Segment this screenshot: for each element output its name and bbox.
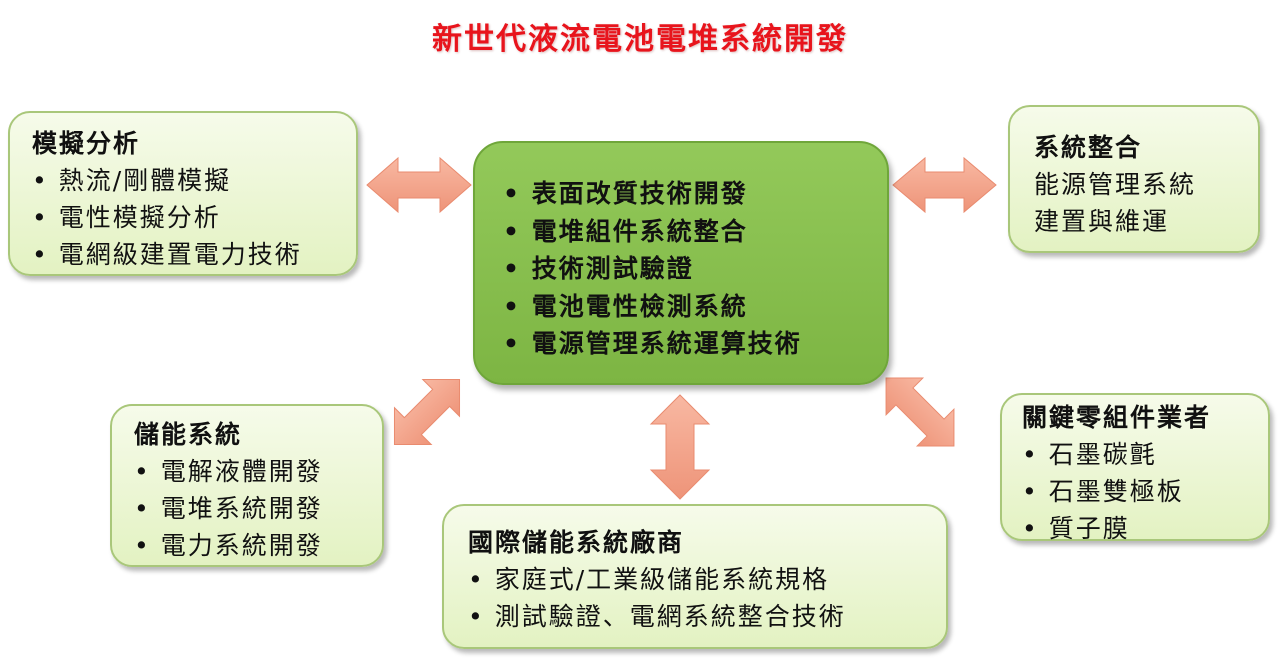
- double-arrow-diagonal-left: [393, 378, 461, 446]
- storage-item: 電力系統開發: [134, 527, 382, 564]
- storage-item: 電堆系統開發: [134, 490, 382, 527]
- storage-heading: 儲能系統: [134, 420, 243, 449]
- simulation-box: 模擬分析 熱流/剛體模擬 電性模擬分析 電網級建置電力技術: [8, 111, 358, 276]
- simulation-item: 熱流/剛體模擬: [32, 162, 356, 199]
- core-item: 電池電性檢測系統: [503, 288, 887, 326]
- storage-item: 電解液體開發: [134, 453, 382, 490]
- simulation-item: 電網級建置電力技術: [32, 236, 356, 273]
- core-technology-box: 表面改質技術開發 電堆組件系統整合 技術測試驗證 電池電性檢測系統 電源管理系統…: [473, 141, 889, 385]
- simulation-heading: 模擬分析: [32, 129, 141, 158]
- double-arrow-right: [892, 156, 997, 214]
- simulation-item: 電性模擬分析: [32, 199, 356, 236]
- components-item: 石墨雙極板: [1022, 473, 1268, 510]
- integration-line: 建置與維運: [1034, 207, 1170, 236]
- integration-box: 系統整合 能源管理系統 建置與維運: [1008, 105, 1260, 253]
- core-item: 電源管理系統運算技術: [503, 325, 887, 363]
- integration-heading: 系統整合: [1034, 133, 1143, 162]
- diagram-title: 新世代液流電池電堆系統開發: [432, 22, 848, 57]
- core-item: 技術測試驗證: [503, 250, 887, 288]
- components-item: 石墨碳氈: [1022, 436, 1268, 473]
- double-arrow-vertical: [649, 394, 711, 500]
- storage-box: 儲能系統 電解液體開發 電堆系統開發 電力系統開發: [110, 404, 384, 567]
- components-item: 質子膜: [1022, 510, 1268, 547]
- core-item: 表面改質技術開發: [503, 175, 887, 213]
- double-arrow-left: [366, 156, 472, 214]
- core-item: 電堆組件系統整合: [503, 213, 887, 251]
- double-arrow-diagonal-right: [885, 377, 955, 447]
- components-box: 關鍵零組件業者 石墨碳氈 石墨雙極板 質子膜: [1000, 393, 1270, 543]
- integration-line: 能源管理系統: [1034, 170, 1197, 199]
- vendors-heading: 國際儲能系統廠商: [468, 528, 685, 557]
- vendors-item: 測試驗證、電網系統整合技術: [468, 598, 946, 635]
- vendors-item: 家庭式/工業級儲能系統規格: [468, 561, 946, 598]
- components-heading: 關鍵零組件業者: [1022, 403, 1212, 432]
- vendors-box: 國際儲能系統廠商 家庭式/工業級儲能系統規格 測試驗證、電網系統整合技術: [442, 504, 948, 649]
